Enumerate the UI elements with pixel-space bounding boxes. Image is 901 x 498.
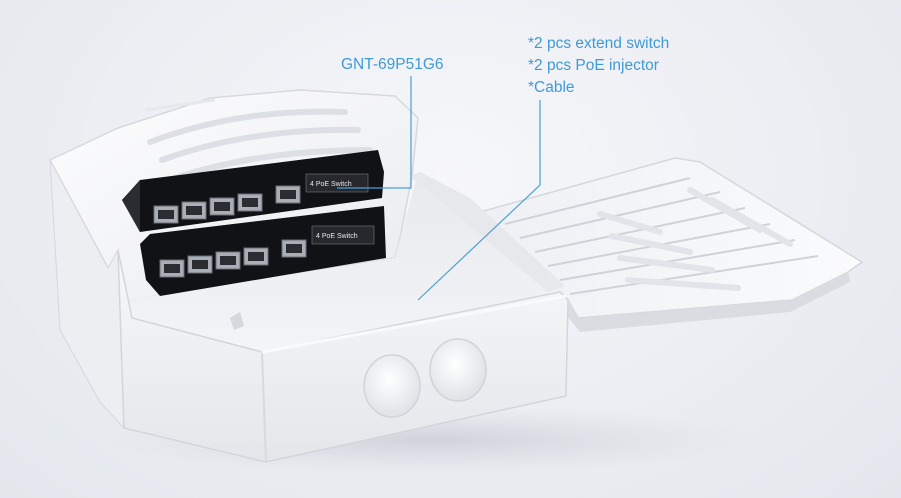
mounting-tab xyxy=(230,312,244,330)
enclosure-lid xyxy=(478,157,864,332)
enclosure-body xyxy=(48,89,569,463)
cable-knockout-left xyxy=(363,354,421,418)
upper-switch-label: 4 PoE Switch xyxy=(310,181,352,188)
contents-item: *Cable xyxy=(528,79,575,96)
lower-switch: 4 PoE Switch xyxy=(140,206,386,296)
upper-switch: 4 PoE Switch xyxy=(122,150,384,232)
contents-callout-line xyxy=(417,100,541,301)
contents-item: *2 pcs PoE injector xyxy=(528,57,659,74)
model-callout-line xyxy=(337,76,412,189)
lower-switch-label: 4 PoE Switch xyxy=(316,233,358,240)
switch-stack: 4 PoE Switch 4 PoE Switch xyxy=(122,150,386,296)
package-contents-callout: *2 pcs extend switch *2 pcs PoE injector… xyxy=(528,33,669,99)
cable-knockout-right xyxy=(429,338,487,402)
contents-item: *2 pcs extend switch xyxy=(528,35,670,52)
model-callout: GNT-69P51G6 xyxy=(341,56,444,73)
